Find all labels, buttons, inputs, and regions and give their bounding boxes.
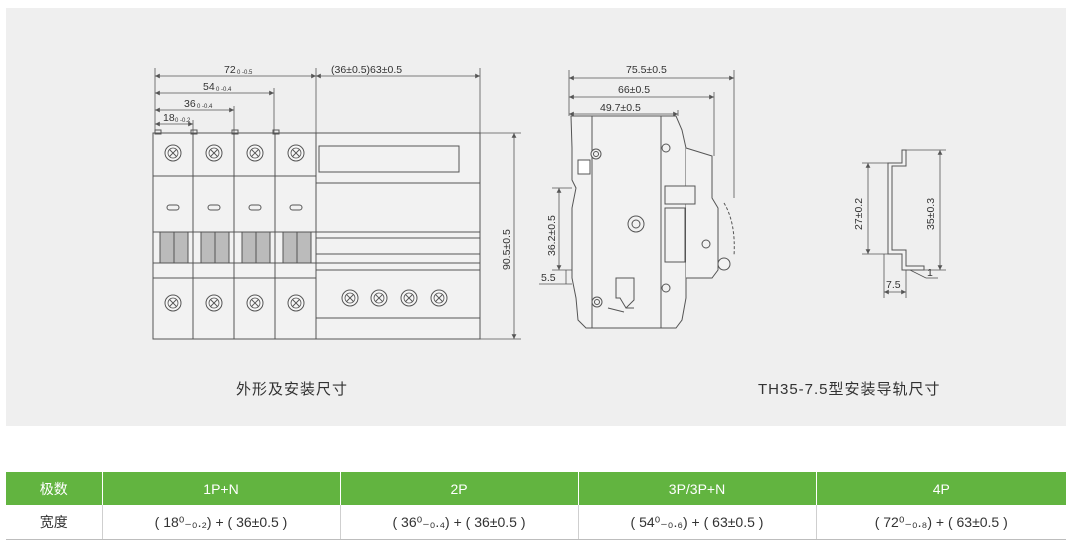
front-view: [152, 129, 481, 340]
width-1p-n: ( 18⁰₋₀.₂) + ( 36±0.5 ): [102, 505, 341, 540]
dim-75-5: 75.5±0.5: [626, 64, 667, 76]
dim-66: 66±0.5: [618, 84, 650, 96]
width-3p: ( 54⁰₋₀.₆) + ( 63±0.5 ): [578, 505, 817, 540]
dim-36-2: 36.2±0.5: [546, 215, 558, 256]
caption-rail: TH35-7.5型安装导轨尺寸: [758, 381, 941, 398]
width-2p: ( 36⁰₋₀.₄) + ( 36±0.5 ): [340, 505, 579, 540]
side-dimension-labels: 75.5±0.5 66±0.5 49.7±0.5 36.2±0.5 5.5: [541, 64, 667, 284]
din-rail: [887, 149, 925, 271]
spec-table: 极数 1P+N 2P 3P/3P+N 4P 宽度 ( 18⁰₋₀.₂) + ( …: [6, 472, 1066, 540]
drawing-panel: 72 0 -0.5 54 0 -0.4 36 0 -0.4 18 0 -0.2 …: [6, 8, 1066, 426]
dim-rcd-width: (36±0.5)63±0.5: [331, 64, 402, 76]
pole-3p: 3P/3P+N: [578, 472, 817, 505]
front-dimension-labels: 72 0 -0.5 54 0 -0.4 36 0 -0.4 18 0 -0.2 …: [163, 64, 513, 270]
dim-7-5: 7.5: [886, 279, 901, 291]
dim-36: 36: [184, 98, 196, 110]
pole-1p-n: 1P+N: [102, 472, 341, 505]
dim-36-tol: 0 -0.4: [197, 104, 213, 110]
header-label: 极数: [6, 472, 103, 505]
dim-1: 1: [927, 267, 933, 279]
pole-2p: 2P: [340, 472, 579, 505]
dim-27: 27±0.2: [853, 198, 865, 230]
side-dimensions: [539, 70, 735, 285]
table-header-row: 极数 1P+N 2P 3P/3P+N 4P: [6, 472, 1066, 505]
width-4p: ( 72⁰₋₀.₈) + ( 63±0.5 ): [816, 505, 1066, 540]
dim-54-tol: 0 -0.4: [216, 87, 232, 93]
dim-18: 18: [163, 112, 175, 124]
pole-4p: 4P: [816, 472, 1066, 505]
dim-54: 54: [203, 81, 215, 93]
dim-height: 90.5±0.5: [501, 229, 513, 270]
dim-35: 35±0.3: [925, 198, 937, 230]
rail-dimensions: [862, 149, 946, 298]
row-label: 宽度: [6, 505, 103, 540]
front-dimensions: [154, 68, 521, 340]
dim-18-tol: 0 -0.2: [175, 118, 191, 124]
dim-72: 72: [224, 64, 236, 76]
rail-dimension-labels: 27±0.2 35±0.3 1 7.5: [853, 198, 937, 291]
caption-outline: 外形及安装尺寸: [236, 381, 349, 398]
dim-49-7: 49.7±0.5: [600, 102, 641, 114]
technical-drawing: 72 0 -0.5 54 0 -0.4 36 0 -0.4 18 0 -0.2 …: [152, 64, 946, 340]
side-view: [570, 115, 735, 329]
table-row: 宽度 ( 18⁰₋₀.₂) + ( 36±0.5 ) ( 36⁰₋₀.₄) + …: [6, 505, 1066, 540]
dim-72-tol: 0 -0.5: [237, 70, 253, 76]
dim-5-5: 5.5: [541, 272, 556, 284]
